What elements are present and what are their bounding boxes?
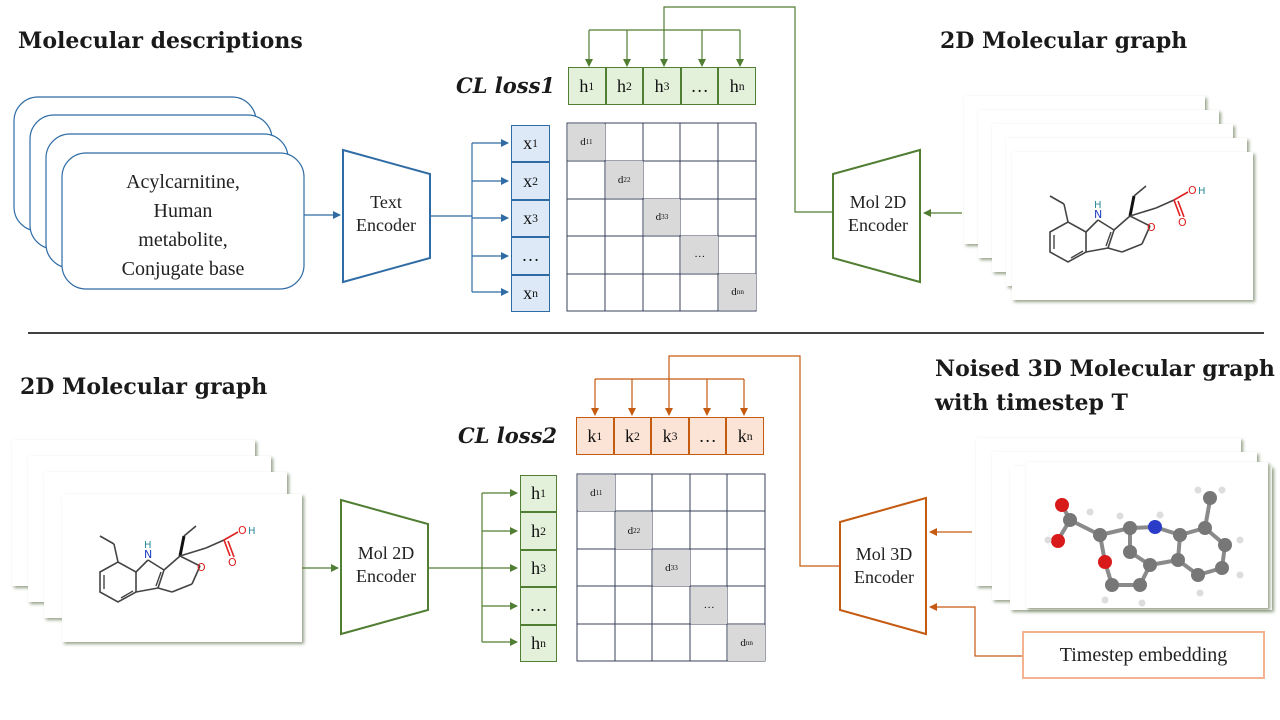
bottom-mol2d-fan-arrows	[428, 489, 518, 646]
bottom-left-heading: 2D Molecular graph	[20, 374, 268, 400]
top-h-vector-cell: …	[680, 67, 719, 105]
top-mol2d-fan-arrows	[585, 6, 833, 213]
timestep-to-encoder-arrow	[929, 603, 1022, 657]
text-encoder-label: Text Encoder	[338, 191, 434, 237]
encoder-label-line: Mol 2D	[357, 543, 415, 563]
cl-loss2-label: CL loss2	[458, 423, 558, 448]
description-line: Human	[153, 200, 213, 222]
bottom-right-heading-line2: with timestep T	[935, 390, 1128, 416]
top-mol2d-encoder-label: Mol 2D Encoder	[828, 191, 928, 237]
noised-3d-molecule-stack	[976, 438, 1272, 610]
cl-loss1-label: CL loss1	[456, 73, 556, 98]
bottom-h-vector-cell: …	[520, 587, 557, 625]
encoder-label-line: Encoder	[356, 215, 416, 235]
encoder-label-line: Mol 3D	[855, 544, 913, 564]
3d-atoms	[1044, 486, 1244, 607]
x-vector-cell: …	[511, 237, 550, 275]
bottom-2d-molecule-stack	[12, 440, 302, 642]
top-2d-molecule-stack	[964, 96, 1253, 300]
description-line: metabolite,	[138, 229, 228, 251]
encoder-label-line: Text	[370, 192, 402, 212]
top-right-heading: 2D Molecular graph	[940, 28, 1188, 54]
mol3d-fan-arrows	[591, 355, 840, 567]
top-left-heading: Molecular descriptions	[18, 28, 303, 54]
bottom-diagonal-cell: …	[690, 587, 728, 624]
encoder-label-line: Encoder	[854, 567, 914, 587]
encoder-label-line: Encoder	[848, 215, 908, 235]
molecular-description-text: Acylcarnitine, Human metabolite, Conjuga…	[62, 168, 304, 284]
mol3d-encoder-label: Mol 3D Encoder	[834, 543, 934, 589]
description-line: Acylcarnitine,	[126, 171, 240, 193]
bottom-mol2d-encoder-label: Mol 2D Encoder	[336, 542, 436, 588]
text-encoder-shape	[342, 148, 431, 284]
mol3d-encoder-shape	[839, 496, 927, 636]
k-vector-cell: …	[688, 417, 727, 455]
text-encoder-fan-arrows	[430, 139, 509, 296]
top-mol2d-encoder-shape	[832, 148, 921, 284]
top-diagonal-cell: …	[681, 236, 719, 273]
encoder-label-line: Mol 2D	[849, 192, 907, 212]
encoder-label-line: Encoder	[356, 566, 416, 586]
bottom-right-heading-line1: Noised 3D Molecular graph	[935, 356, 1275, 382]
bottom-mol2d-encoder-shape	[340, 498, 429, 636]
description-line: Conjugate base	[121, 258, 245, 280]
description-card-stack	[13, 96, 305, 290]
timestep-embedding-box: Timestep embedding	[1022, 631, 1265, 679]
